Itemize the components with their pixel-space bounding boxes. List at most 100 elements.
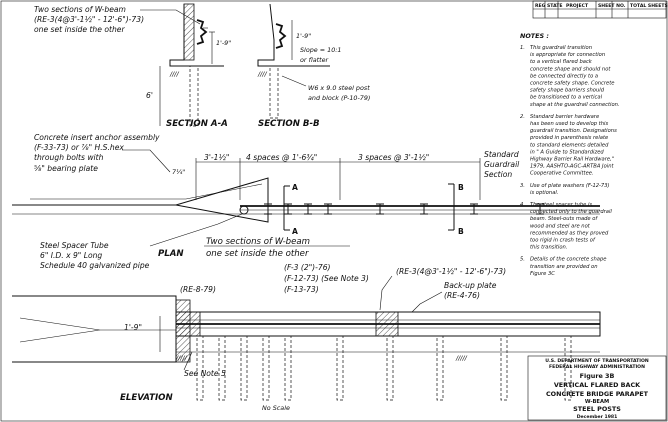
plan-dim-c: 4 spaces @ 1'-6¾": [246, 153, 317, 162]
note-line: to a vertical flared back: [530, 59, 593, 65]
note-line: 1979, AASHTO-AGC-ARTBA Joint: [530, 164, 614, 170]
elev-f1273: (F-12-73) (See Note 3): [284, 274, 369, 283]
plan-dim-b: 3'-1½": [204, 153, 229, 162]
plan-std-3: Section: [484, 170, 512, 179]
notes-heading: NOTES :: [520, 32, 549, 40]
note-line: Details of the concrete shape: [530, 257, 606, 263]
section-aa-callout-1: Two sections of W-beam: [34, 5, 126, 14]
section-bb-slope-1: Slope = 10:1: [300, 46, 342, 54]
plan-std-1: Standard: [484, 150, 519, 159]
elev-re879: (RE-8-79): [180, 285, 216, 294]
plan-anchor-4: ⅝" bearing plate: [34, 164, 98, 173]
plan-anchor-1: Concrete insert anchor assembly: [34, 133, 160, 142]
section-aa-callout-3: one set inside the other: [34, 25, 125, 34]
note-line: provided in parenthesis relate: [529, 135, 608, 141]
plan-dim-a: 7¼": [172, 168, 185, 176]
no-scale: No Scale: [262, 404, 290, 412]
post-symbol: [284, 203, 292, 215]
post-symbol: [500, 335, 508, 401]
note-number: 2.: [520, 114, 525, 120]
plan-spacer-1: Steel Spacer Tube: [40, 241, 109, 250]
note-line: Use of plate washers (F-12-73): [530, 183, 610, 189]
title-1: VERTICAL FLARED BACK: [554, 381, 641, 389]
post-symbol: [262, 335, 270, 401]
elev-re3: (RE-3(4@3'-1½" - 12'-6")-73): [396, 267, 506, 276]
ground-mark: ////: [257, 70, 267, 78]
post-symbol: [336, 335, 344, 401]
post-symbol: [218, 335, 226, 401]
ground-mark: ////: [169, 70, 179, 78]
note-line: guardrail transition. Designations: [530, 128, 617, 134]
elev-backup-1: Back-up plate: [444, 281, 497, 290]
title-block-header: REG STATE PROJECT SHEET NO. TOTAL SHEETS: [532, 0, 668, 19]
note-line: be connected directly to a: [530, 73, 598, 79]
note-line: this transition.: [530, 245, 567, 251]
post-symbol: [420, 203, 428, 215]
elev-dim-height: 1'-9": [124, 323, 142, 332]
plan-cut-a-top: A: [292, 183, 298, 192]
title-2: CONCRETE BRIDGE PARAPET: [546, 390, 649, 398]
post-symbol: [196, 335, 204, 401]
section-aa: Two sections of W-beam (RE-3(4@3'-1½" - …: [34, 3, 231, 129]
post-symbol: [376, 203, 384, 215]
plan-posts: [264, 203, 544, 215]
note-line: Standard barrier hardware: [530, 114, 599, 120]
post-symbol: [284, 335, 292, 401]
note-line: Highway Barrier Rail Hardware,": [530, 157, 614, 163]
elev-backup-2: (RE-4-76): [444, 291, 480, 300]
elevation-label: ELEVATION: [120, 393, 173, 403]
section-bb-dim-height: 1'-9": [296, 32, 311, 40]
plan-anchor-3: through bolts with: [34, 153, 104, 162]
note-line: too rigid in crash tests of: [530, 238, 596, 244]
note-line: is optional.: [530, 190, 558, 196]
date: December 1981: [577, 414, 618, 420]
note-line: concrete safety shape. Concrete: [530, 81, 614, 87]
note-number: 3.: [520, 183, 525, 189]
note-line: has been used to develop this: [530, 121, 608, 127]
section-bb-label: SECTION B-B: [258, 119, 320, 129]
spacer-tube-symbol: [239, 205, 249, 215]
ground-mark: /////: [455, 354, 468, 362]
post-symbol: [470, 203, 478, 215]
agency-2: FEDERAL HIGHWAY ADMINISTRATION: [549, 364, 645, 370]
post-symbol: [264, 203, 272, 215]
plan-anchor-2: (F-33-73) or ⅞" H.S.hex: [34, 143, 124, 152]
note-line: to standard elements detailed: [530, 142, 609, 148]
note-line: wood and steel are not: [530, 223, 591, 229]
post-symbol: [436, 335, 444, 401]
post-symbol: [564, 335, 572, 401]
note-line: is appropriate for connection: [530, 52, 605, 58]
figure-number: Figure 3B: [580, 372, 615, 380]
post-symbol: [304, 203, 312, 215]
section-aa-dim-height: 1'-9": [216, 39, 231, 47]
section-aa-dim-post: 6': [146, 91, 153, 100]
plan-dim-d: 3 spaces @ 3'-1½": [358, 153, 429, 162]
note-line: Cooperative Committee.: [530, 171, 594, 177]
section-aa-callout-2: (RE-3(4@3'-1½" - 12'-6")-73): [34, 15, 144, 24]
elevation-posts: [196, 335, 572, 401]
section-bb-post-2: and block (P-10-79): [308, 94, 370, 102]
note-number: 4.: [520, 202, 525, 208]
section-aa-label: SECTION A-A: [166, 119, 228, 129]
header-reg: REG: [535, 3, 546, 9]
plan-view: Concrete insert anchor assembly (F-33-73…: [12, 133, 600, 270]
note-number: 1.: [520, 45, 525, 51]
note-line: The steel spacer tube is: [530, 202, 592, 208]
header-project: PROJECT: [566, 3, 589, 9]
note-line: Figure 3C: [530, 271, 555, 277]
note-line: safety shape barriers should: [530, 88, 605, 94]
header-total-sheets: TOTAL SHEETS: [630, 3, 668, 9]
note-line: recommended as they proved: [530, 230, 609, 236]
elev-see-note: See Note 5: [184, 369, 226, 378]
note-line: This guardrail transition: [530, 45, 592, 51]
section-bb: 1'-9" Slope = 10:1 or flatter //// W6 x …: [257, 3, 370, 129]
ground-mark: /////: [175, 354, 188, 362]
plan-label: PLAN: [158, 249, 184, 259]
plan-spacer-2: 6" I.D. x 9" Long: [40, 251, 102, 260]
note-line: transition are provided on: [530, 264, 598, 270]
section-bb-slope-2: or flatter: [300, 56, 329, 64]
note-number: 5.: [520, 257, 525, 263]
